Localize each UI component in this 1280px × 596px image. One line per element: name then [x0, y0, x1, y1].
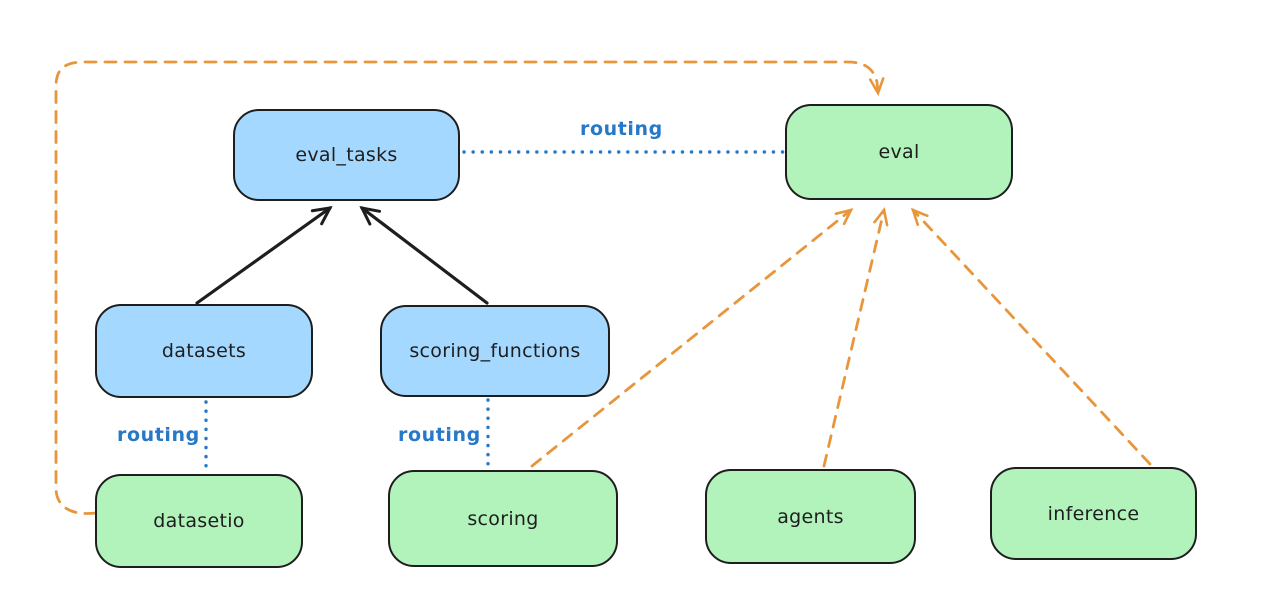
edge-inference-to-eval	[913, 210, 1152, 466]
node-scoring-functions-label: scoring_functions	[409, 340, 581, 362]
edge-label-routing-top: routing	[580, 118, 663, 140]
node-datasetio[interactable]: datasetio	[95, 474, 303, 568]
node-datasets[interactable]: datasets	[95, 304, 313, 398]
edge-agents-to-eval	[822, 210, 884, 468]
edge-datasets-to-eval-tasks	[195, 208, 330, 305]
node-inference-label: inference	[1047, 502, 1140, 525]
node-scoring-label: scoring	[467, 507, 539, 530]
node-datasets-label: datasets	[161, 340, 247, 362]
node-inference[interactable]: inference	[990, 467, 1197, 560]
node-eval[interactable]: eval	[785, 104, 1013, 200]
edge-scoring-functions-to-eval-tasks	[362, 208, 489, 305]
node-eval-tasks[interactable]: eval_tasks	[233, 109, 460, 201]
node-eval-label: eval	[878, 141, 920, 163]
node-eval-tasks-label: eval_tasks	[295, 144, 398, 166]
edge-label-routing-datasets: routing	[117, 424, 200, 446]
node-agents-label: agents	[777, 505, 844, 528]
node-agents[interactable]: agents	[705, 469, 916, 564]
edge-label-routing-scoring: routing	[398, 424, 481, 446]
node-scoring[interactable]: scoring	[388, 470, 618, 567]
node-scoring-functions[interactable]: scoring_functions	[380, 305, 610, 397]
node-datasetio-label: datasetio	[153, 510, 245, 532]
